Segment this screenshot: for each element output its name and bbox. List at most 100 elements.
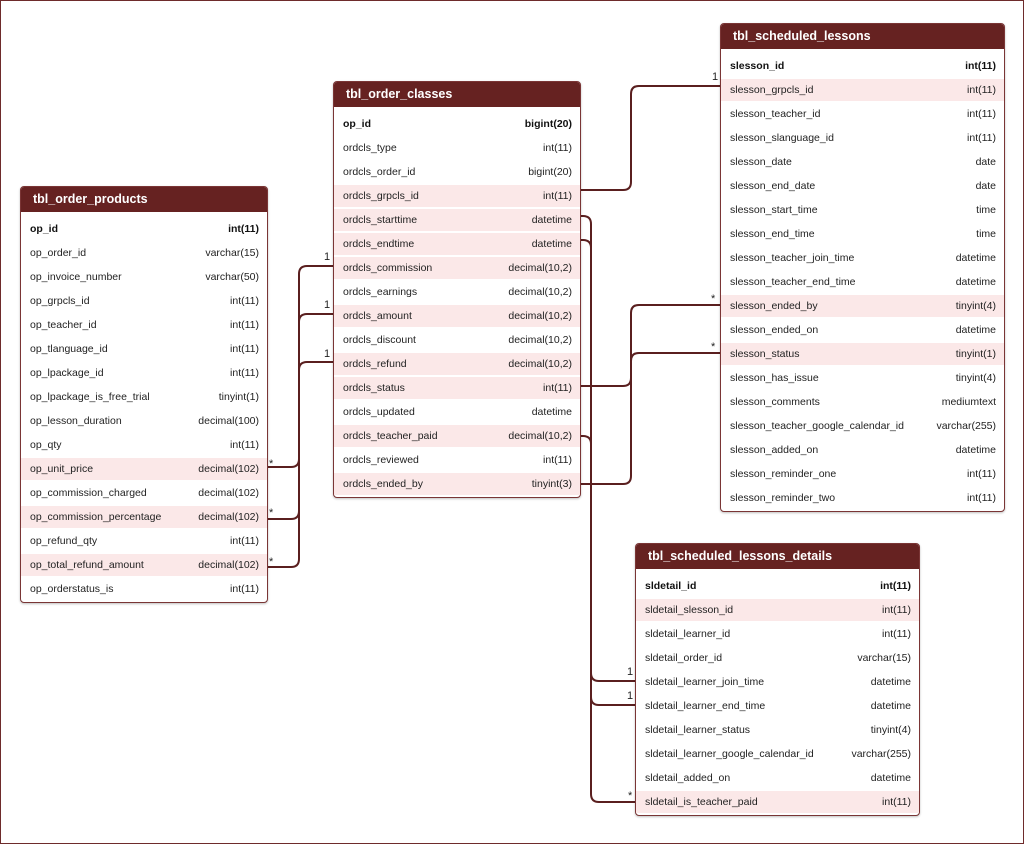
column-name: slesson_teacher_id: [730, 108, 821, 120]
column-type: datetime: [955, 276, 996, 288]
column-name: ordcls_grpcls_id: [343, 190, 419, 202]
cardinality-one-mark: 1: [324, 299, 331, 311]
column-type: int(11): [967, 468, 996, 480]
column-name: slesson_end_time: [730, 228, 815, 240]
column-type: datetime: [955, 324, 996, 336]
column-row[interactable]: slesson_ended_on datetime: [721, 319, 1004, 341]
column-row[interactable]: slesson_teacher_end_time datetime: [721, 271, 1004, 293]
column-type: datetime: [955, 444, 996, 456]
column-name: op_tlanguage_id: [30, 343, 108, 355]
column-name: sldetail_learner_status: [645, 724, 751, 736]
column-type: datetime: [531, 406, 572, 418]
table-scheduled-lessons-details[interactable]: tbl_scheduled_lessons_details sldetail_i…: [635, 543, 920, 816]
column-type: int(11): [967, 492, 996, 504]
cardinality-one-mark: 1: [712, 71, 719, 83]
column-type: tinyint(4): [870, 724, 911, 736]
column-type: decimal(102): [198, 463, 259, 475]
column-name: ordcls_commission: [343, 262, 433, 274]
table-title: tbl_scheduled_lessons: [721, 24, 1004, 49]
column-type: int(11): [967, 132, 996, 144]
column-row[interactable]: sldetail_learner_status tinyint(4): [636, 719, 919, 741]
cardinality-many-mark: *: [269, 458, 274, 470]
column-name: op_lesson_duration: [30, 415, 122, 427]
column-name: ordcls_ended_by: [343, 478, 423, 490]
column-name: slesson_ended_on: [730, 324, 819, 336]
column-name: ordcls_status: [343, 382, 405, 394]
column-type: int(11): [543, 454, 572, 466]
column-type: decimal(10,2): [508, 310, 572, 322]
column-type: varchar(255): [851, 748, 911, 760]
column-name: slesson_teacher_google_calendar_id: [730, 420, 904, 432]
column-type: datetime: [531, 214, 572, 226]
column-name: op_qty: [30, 439, 62, 451]
cardinality-one-mark: 1: [627, 666, 634, 678]
column-name: ordcls_discount: [343, 334, 416, 346]
column-name: sldetail_learner_id: [645, 628, 731, 640]
column-name: slesson_teacher_end_time: [730, 276, 856, 288]
column-name: slesson_id: [730, 60, 785, 72]
